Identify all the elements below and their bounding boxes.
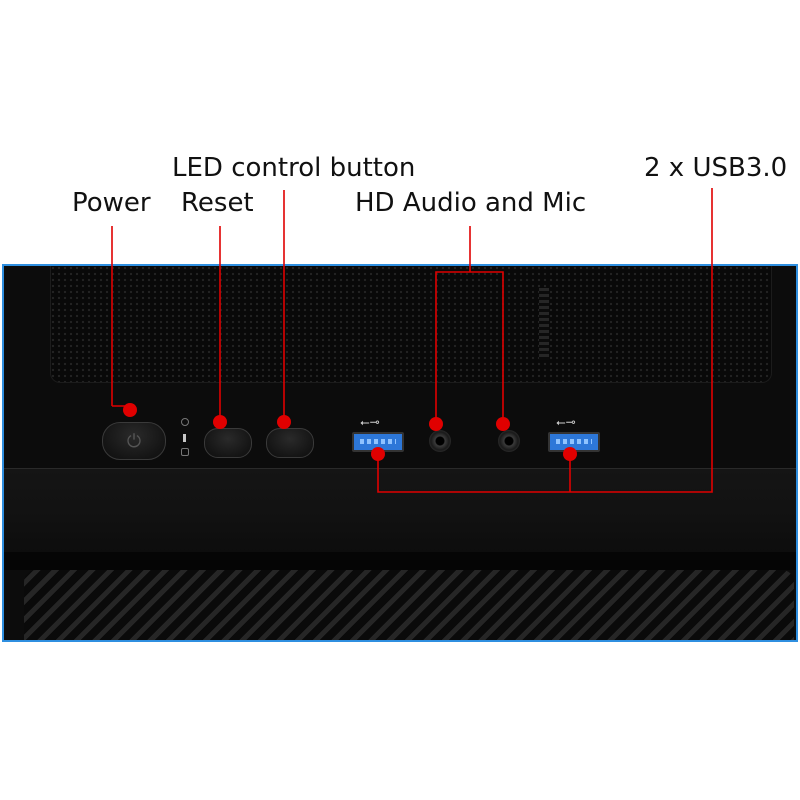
front-vent: [24, 570, 794, 640]
power-button[interactable]: ⏻: [102, 422, 166, 460]
top-mesh-grille: [50, 266, 772, 383]
ledge-shadow: [4, 552, 796, 570]
usb-icon: ⭠⊸: [556, 415, 576, 429]
hdd-led-icon: [181, 448, 189, 456]
headphone-jack[interactable]: [429, 430, 451, 452]
front-ledge: [4, 468, 796, 553]
usb-port-1[interactable]: [352, 432, 404, 452]
audio-label: HD Audio and Mic: [355, 188, 587, 218]
power-icon: ⏻: [126, 430, 142, 451]
led-indicator: [183, 434, 186, 442]
reset-label: Reset: [181, 188, 254, 218]
front-io-panel: ⏻ ⭠⊸ ⭠⊸: [2, 264, 798, 642]
power-led-icon: [181, 418, 189, 426]
usb-label: 2 x USB3.0: [644, 153, 788, 183]
usb-port-2[interactable]: [548, 432, 600, 452]
led-control-button[interactable]: [266, 428, 314, 458]
reset-button[interactable]: [204, 428, 252, 458]
mic-jack[interactable]: [498, 430, 520, 452]
indicator-icons: [178, 416, 192, 460]
mesh-slot: [539, 288, 549, 360]
power-label: Power: [72, 188, 151, 218]
led-control-label: LED control button: [172, 153, 416, 183]
usb-icon: ⭠⊸: [360, 415, 380, 429]
